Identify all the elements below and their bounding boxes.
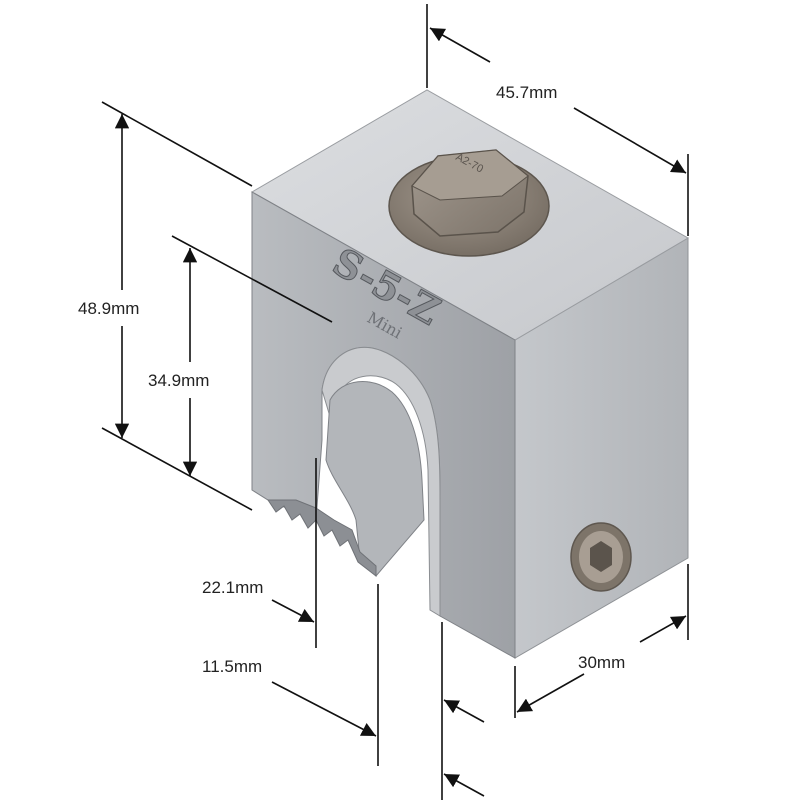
dimension-lines bbox=[101, 4, 689, 800]
slot-opening-arrow-b bbox=[443, 773, 485, 797]
slot-width-dim-line bbox=[271, 681, 377, 737]
width-dim-line-b bbox=[573, 107, 687, 174]
slot-inner-wall bbox=[321, 346, 441, 617]
depth-dim-line-b bbox=[639, 615, 687, 643]
set-screw-icon bbox=[570, 522, 632, 592]
slot-insert bbox=[325, 381, 425, 577]
slot-width-label: 11.5mm bbox=[202, 657, 262, 676]
slot-depth-dim-line bbox=[271, 599, 315, 623]
width-dim-line-a bbox=[429, 27, 491, 63]
height-ext-bottom bbox=[101, 427, 253, 511]
width-label: 45.7mm bbox=[496, 83, 557, 102]
slot-depth-label: 22.1mm bbox=[202, 578, 263, 597]
hex-bolt-icon: A2-70 bbox=[388, 149, 550, 257]
slot-opening-arrow-a bbox=[443, 699, 485, 723]
clamp-body: S-5-Z Mini bbox=[250, 89, 689, 659]
depth-dim-line-a bbox=[516, 673, 585, 713]
height-ext-top bbox=[101, 101, 253, 187]
clamp-teeth bbox=[267, 499, 377, 578]
inner-height-ext-top bbox=[171, 235, 333, 323]
inner-height-label: 34.9mm bbox=[148, 371, 209, 390]
height-label: 48.9mm bbox=[78, 299, 139, 318]
depth-label: 30mm bbox=[578, 653, 625, 672]
